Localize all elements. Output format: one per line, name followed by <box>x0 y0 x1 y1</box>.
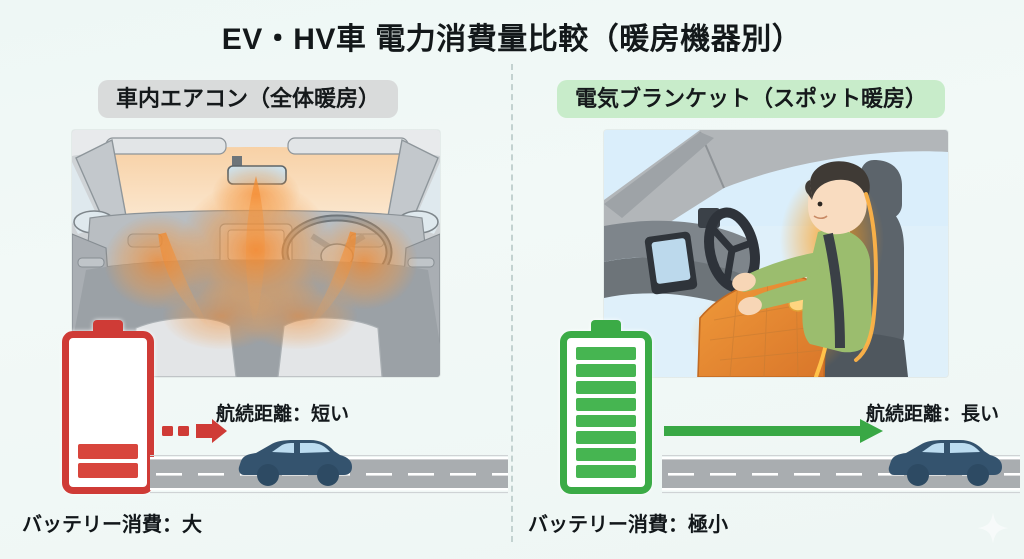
caption-left: バッテリー消費：大 <box>22 514 202 536</box>
caption-right: バッテリー消費：極小 <box>528 514 728 536</box>
battery-segment <box>576 347 636 360</box>
car-interior-illustration-svg <box>72 130 440 377</box>
range-arrow-short-icon <box>162 419 227 443</box>
range-label-right: 航続距離：長い <box>866 404 1000 425</box>
battery-segment <box>576 465 636 478</box>
range-label-left: 航続距離：短い <box>216 404 350 425</box>
battery-body <box>62 331 154 494</box>
illustration-car-interior <box>72 130 440 377</box>
battery-segment <box>576 397 636 411</box>
panel-header-right: 電気ブランケット（スポット暖房） <box>557 80 946 118</box>
center-divider <box>511 64 513 542</box>
battery-segment <box>576 431 636 445</box>
car-icon-right <box>888 440 1002 486</box>
battery-segment <box>576 363 636 377</box>
illustration-electric-blanket <box>604 130 948 377</box>
battery-cap-icon <box>93 320 123 333</box>
battery-indicator-left <box>62 320 154 494</box>
battery-segment <box>576 414 636 428</box>
battery-cap-icon <box>591 320 621 333</box>
battery-indicator-right <box>560 320 652 494</box>
battery-segment <box>78 463 138 478</box>
battery-segments <box>567 338 645 487</box>
battery-segment <box>78 444 138 459</box>
panel-header-left: 車内エアコン（全体暖房） <box>98 80 399 118</box>
driver-blanket-illustration-svg <box>604 130 948 377</box>
battery-segment <box>576 448 636 462</box>
battery-body <box>560 331 652 494</box>
car-icon-left <box>238 440 352 486</box>
range-arrow-long-icon <box>664 419 883 443</box>
battery-segment <box>576 380 636 394</box>
battery-segments <box>69 338 147 487</box>
page-title: EV・HV車 電力消費量比較（暖房機器別） <box>221 23 803 56</box>
sparkle-watermark-icon <box>977 512 1009 544</box>
